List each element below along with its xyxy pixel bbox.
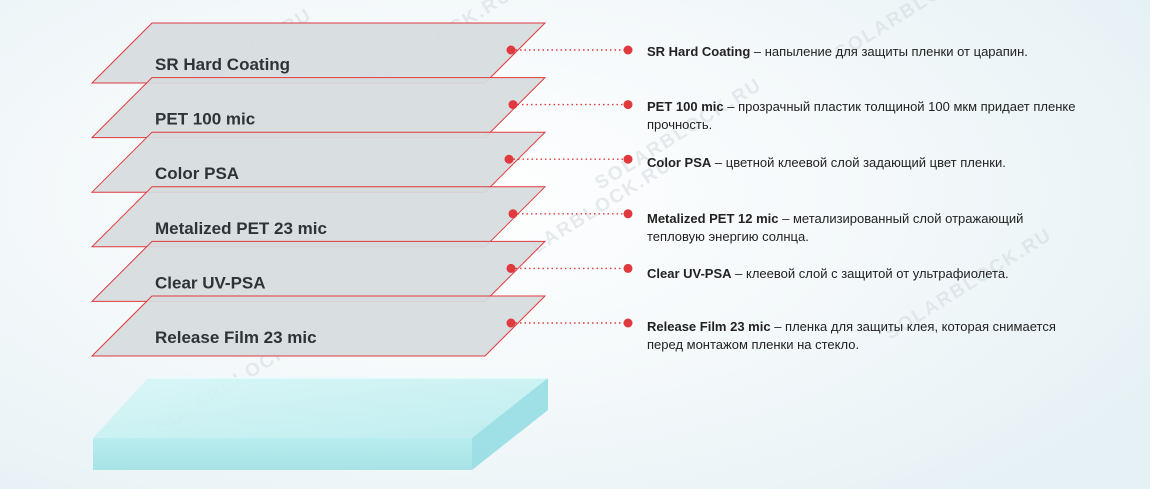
- layer-description-text: – метализированный слой отражающий тепло…: [647, 211, 1024, 244]
- layer-marker-dot: [508, 209, 518, 219]
- glass-side-face: [472, 378, 548, 470]
- layer-description: PET 100 mic – прозрачный пластик толщино…: [647, 98, 1077, 134]
- layer-marker-dot: [506, 263, 516, 273]
- layer-description-term: Color PSA: [647, 155, 712, 170]
- layer-description-text: – клеевой слой с защитой от ультрафиолет…: [731, 266, 1009, 281]
- layer-description: Clear UV-PSA – клеевой слой с защитой от…: [647, 265, 1077, 283]
- film-layer: Clear UV-PSA: [90, 240, 547, 302]
- layer-marker-dot: [508, 100, 518, 110]
- film-layer-label: SR Hard Coating: [155, 55, 290, 74]
- layer-description: SR Hard Coating – напыление для защиты п…: [647, 43, 1077, 61]
- description-marker-dot: [623, 45, 633, 55]
- layer-description-text: – цветной клеевой слой задающий цвет пле…: [711, 155, 1006, 170]
- layer-marker-dot: [506, 45, 516, 55]
- layer-description-text: – прозрачный пластик толщиной 100 мкм пр…: [647, 99, 1076, 132]
- description-marker-dot: [623, 318, 633, 328]
- film-layer: Release Film 23 mic: [90, 295, 547, 357]
- film-layer-label: Clear UV-PSA: [155, 273, 266, 292]
- layer-description: Release Film 23 mic – пленка для защиты …: [647, 318, 1077, 354]
- film-layer-label: Metalized PET 23 mic: [155, 219, 327, 238]
- description-marker-dot: [623, 209, 633, 219]
- glass-top-face: [93, 378, 548, 438]
- layer-description-text: – пленка для защиты клея, которая снимае…: [647, 319, 1056, 352]
- film-layer: Color PSA: [90, 131, 547, 193]
- layer-description: Color PSA – цветной клеевой слой задающи…: [647, 154, 1077, 172]
- layer-description-term: PET 100 mic: [647, 99, 724, 114]
- connector-group: [504, 45, 633, 328]
- layer-description-term: Metalized PET 12 mic: [647, 211, 779, 226]
- film-layer-label: Release Film 23 mic: [155, 328, 317, 347]
- glass-pane: [93, 377, 548, 470]
- glass-front-face: [93, 438, 472, 470]
- layer-marker-dot: [506, 318, 516, 328]
- layer-description-term: Clear UV-PSA: [647, 266, 732, 281]
- film-layer-sheet: [90, 22, 547, 84]
- layer-marker-dot: [504, 154, 514, 164]
- film-layer: SR Hard Coating: [90, 22, 547, 84]
- layer-description-term: Release Film 23 mic: [647, 319, 771, 334]
- film-layer-label: Color PSA: [155, 164, 239, 183]
- watermark-text: SOLARBLOCK.RU: [592, 74, 767, 194]
- film-layer-sheet: [90, 295, 547, 357]
- film-layer-label: PET 100 mic: [155, 110, 255, 129]
- film-layer: Metalized PET 23 mic: [90, 186, 547, 248]
- layer-description: Metalized PET 12 mic – метализированный …: [647, 210, 1077, 246]
- description-marker-dot: [623, 100, 633, 110]
- layer-description-term: SR Hard Coating: [647, 44, 751, 59]
- description-marker-dot: [623, 154, 633, 164]
- description-marker-dot: [623, 263, 633, 273]
- layer-description-text: – напыление для защиты пленки от царапин…: [750, 44, 1028, 59]
- film-layer: PET 100 mic: [90, 77, 547, 139]
